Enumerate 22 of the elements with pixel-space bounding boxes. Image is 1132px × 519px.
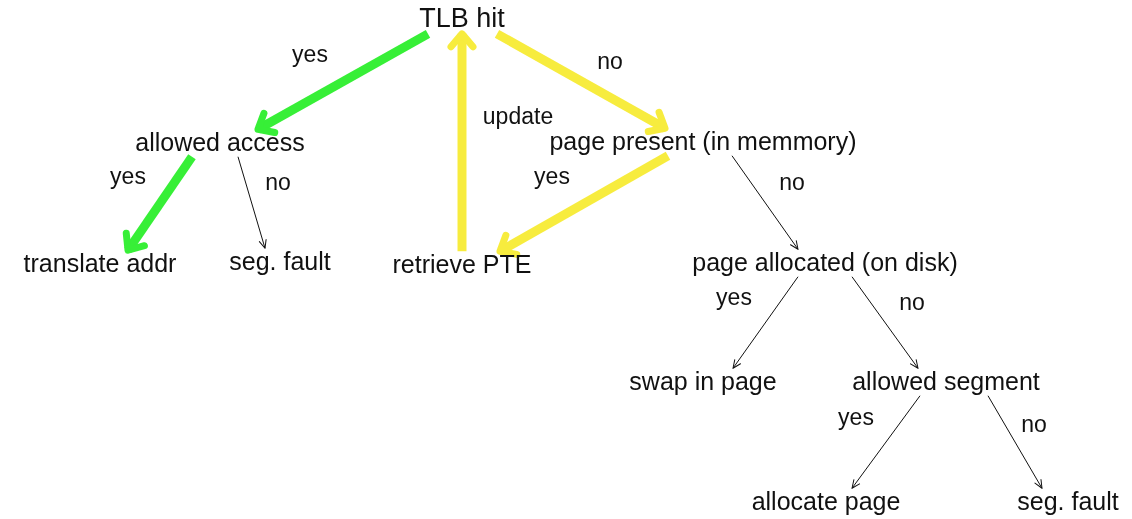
arrow (496, 151, 671, 258)
arrow (494, 29, 669, 135)
arrow (237, 156, 267, 249)
arrow (731, 155, 799, 250)
flow-step-label: seg. fault (1017, 488, 1119, 516)
arrow (122, 154, 196, 254)
arrow (447, 30, 477, 252)
flow-step-label: translate addr (23, 250, 177, 278)
arrow (851, 276, 919, 369)
flow-step-label: swap in page (629, 368, 777, 396)
arrow (987, 395, 1043, 489)
flow-step-label: retrieve PTE (392, 251, 532, 279)
flow-step-label: seg. fault (229, 248, 331, 276)
arrow (732, 276, 799, 369)
flow-step-label: page allocated (on disk) (692, 249, 958, 277)
flow-step-label: allocate page (751, 488, 901, 516)
flow-step-label: page present (in memmory) (549, 128, 857, 156)
flow-step-label: allowed access (135, 129, 305, 157)
arrow (254, 29, 431, 136)
flow-step-label: allowed segment (852, 368, 1040, 396)
arrow (851, 395, 921, 489)
flow-step-label: TLB hit (419, 4, 505, 34)
